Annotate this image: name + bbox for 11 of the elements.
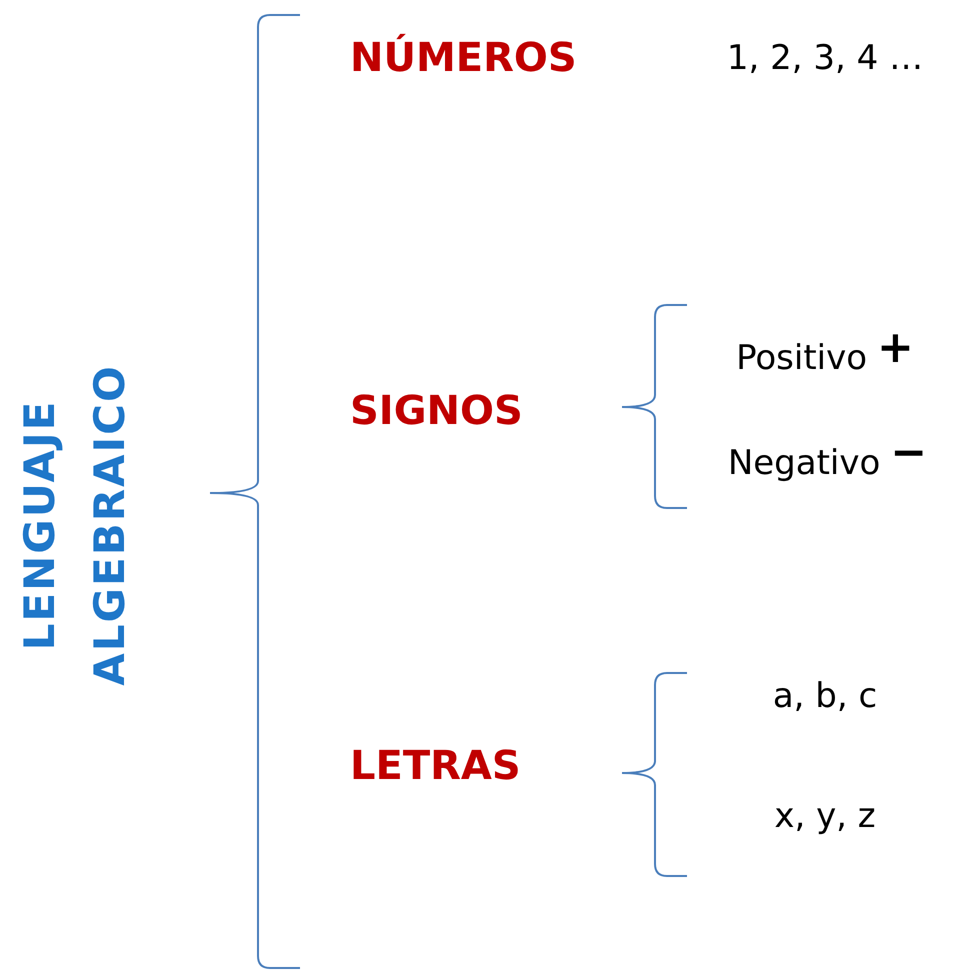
sign-symbol: + (877, 322, 914, 373)
category-label: LETRAS (350, 742, 521, 788)
category-label: SIGNOS (350, 388, 523, 434)
item-text: Negativo (728, 442, 880, 482)
item-text: 1, 2, 3, 4 … (726, 38, 924, 78)
category-label: NÚMEROS (350, 34, 577, 80)
sign-symbol: − (890, 427, 928, 478)
item-text: a, b, c (772, 676, 878, 716)
item-text: x, y, z (774, 796, 876, 836)
vertical-title: LENGUAJE ALGEBRAICO (14, 363, 135, 688)
item-text: Positivo (736, 338, 868, 378)
